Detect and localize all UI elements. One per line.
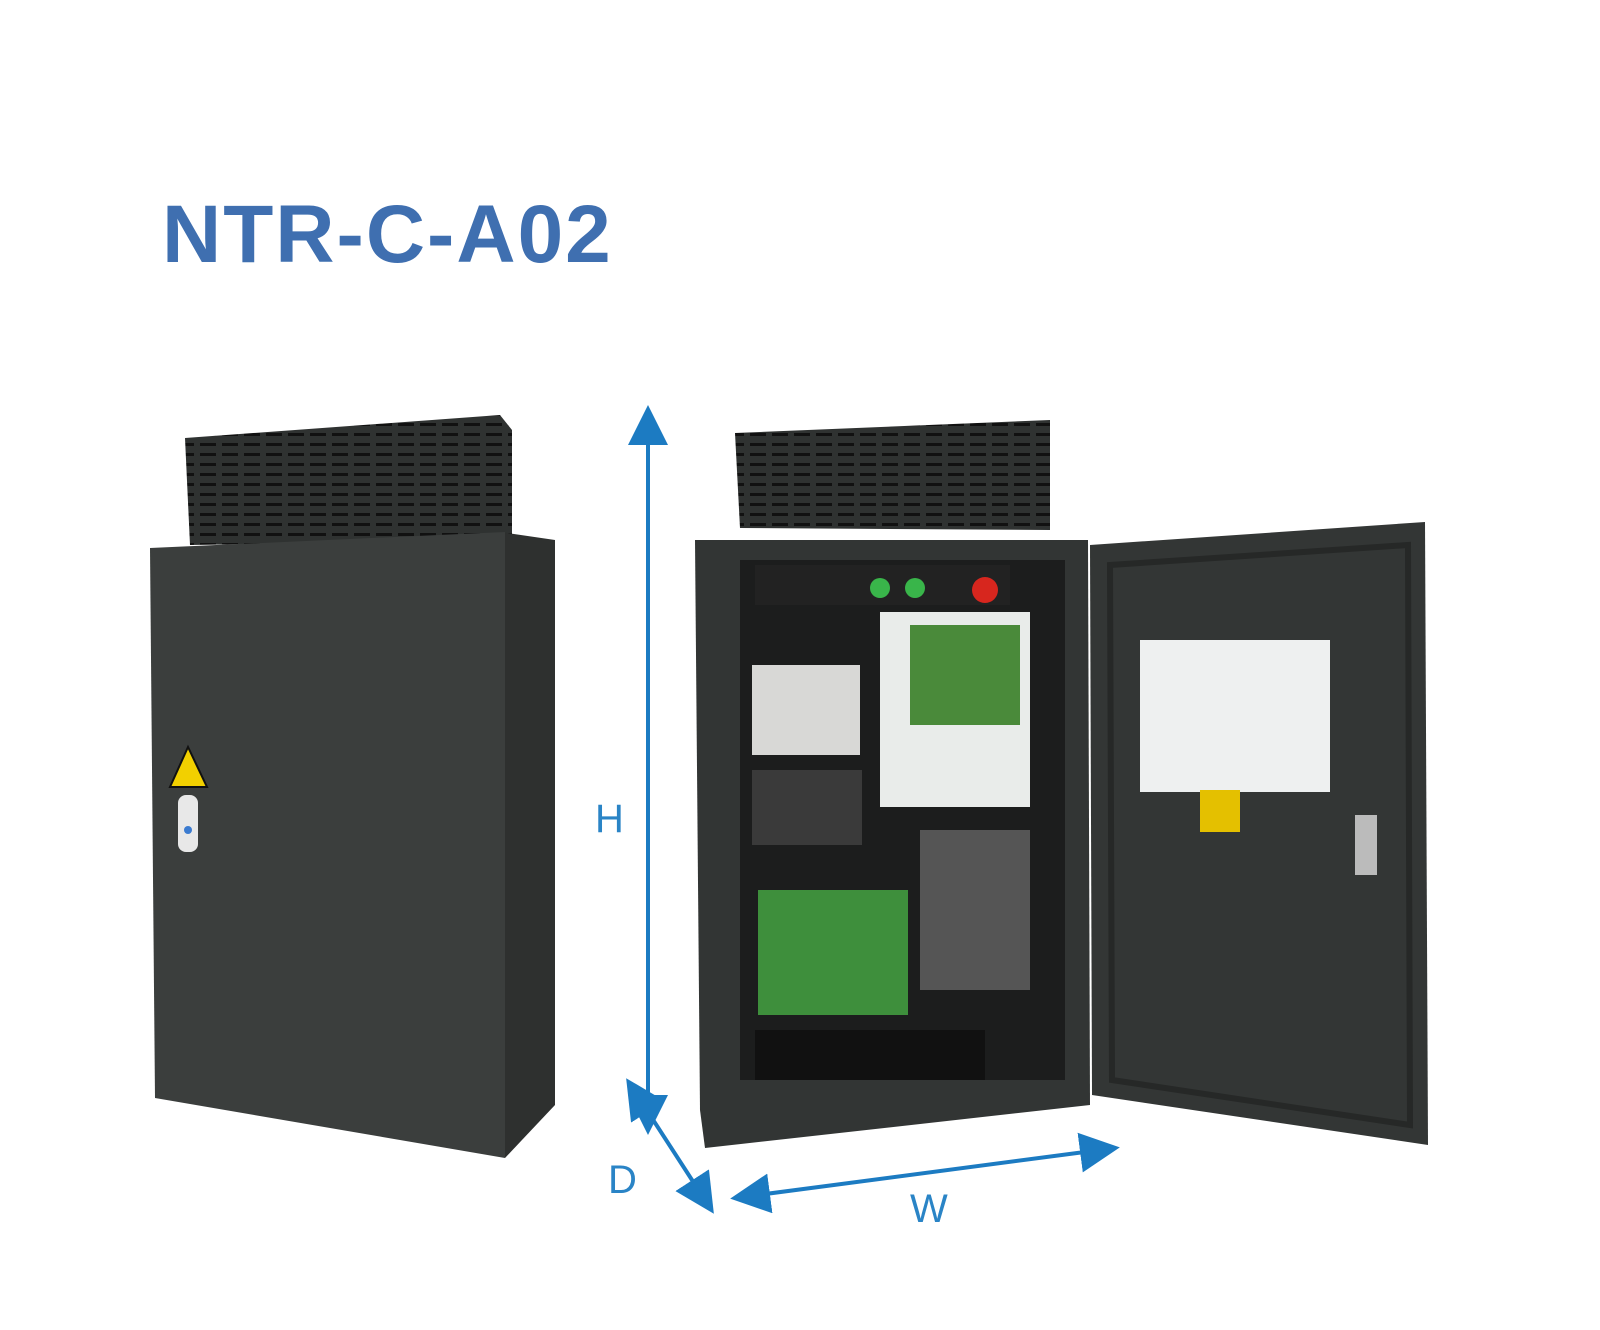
wiring-diagram-sheet <box>1140 640 1330 792</box>
dimension-annotations: H D W <box>595 405 1120 1231</box>
fan-box <box>735 420 1050 530</box>
height-label: H <box>595 797 624 841</box>
cabinet-front <box>150 532 505 1158</box>
cabinet-door <box>1090 522 1428 1145</box>
control-board <box>758 890 908 1015</box>
depth-label: D <box>608 1158 637 1202</box>
depth-arrow <box>626 1078 714 1214</box>
door-lock-icon <box>178 795 198 852</box>
product-model-title: NTR-C-A02 <box>162 189 613 280</box>
width-label: W <box>910 1187 948 1231</box>
width-arrow <box>730 1132 1120 1214</box>
closed-cabinet <box>150 415 555 1158</box>
open-cabinet <box>695 420 1428 1148</box>
warning-label-icon <box>168 744 209 788</box>
fan-box <box>185 415 512 545</box>
cabinet-side <box>500 532 555 1158</box>
